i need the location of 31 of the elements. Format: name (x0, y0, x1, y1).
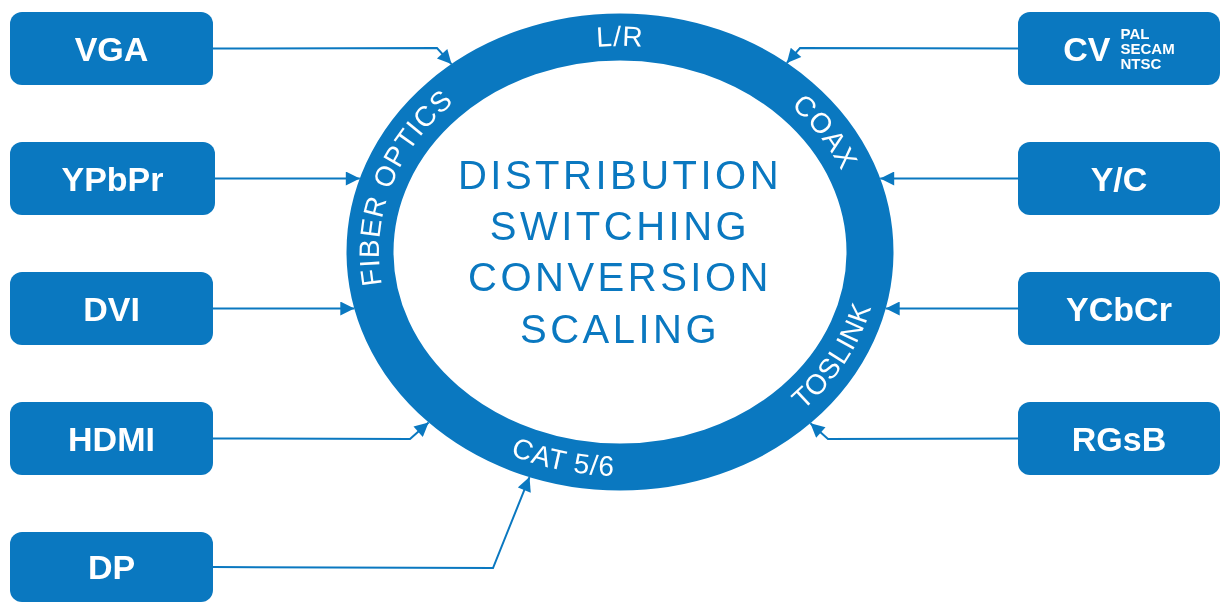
ring-label: L/R (595, 20, 645, 53)
arrow (809, 422, 1019, 440)
signal-name: DVI (83, 291, 140, 326)
arrow (785, 47, 1019, 64)
signal-name: YCbCr (1066, 291, 1172, 326)
arrow (212, 476, 531, 569)
hub-text: DISTRIBUTION SWITCHING CONVERSION SCALING (457, 151, 783, 353)
arrow (884, 301, 1019, 316)
arrow (214, 171, 361, 186)
arrow (879, 171, 1019, 186)
signal-box (10, 142, 215, 215)
signal-box (10, 272, 213, 345)
signal-name: CV (1063, 31, 1111, 66)
signal-box (10, 532, 213, 602)
signal-box (1018, 402, 1220, 475)
signal-name: VGA (74, 31, 149, 66)
signal-box (1018, 142, 1220, 215)
signal-name: YPbPr (61, 161, 164, 196)
arrow (212, 47, 453, 66)
arrow (212, 421, 430, 440)
signal-standards: PAL SECAM NTSC (1120, 25, 1175, 72)
ring-label: CAT 5/6 (507, 431, 616, 483)
signal-name: DP (87, 550, 136, 584)
signal-box (10, 12, 213, 85)
signal-box (1018, 272, 1220, 345)
signal-name: Y/C (1090, 161, 1148, 196)
signal-name: HDMI (68, 421, 155, 456)
arrow (212, 301, 356, 316)
signal-box (10, 402, 213, 475)
signal-name: RGsB (1071, 421, 1167, 456)
signal-box (1018, 12, 1220, 85)
